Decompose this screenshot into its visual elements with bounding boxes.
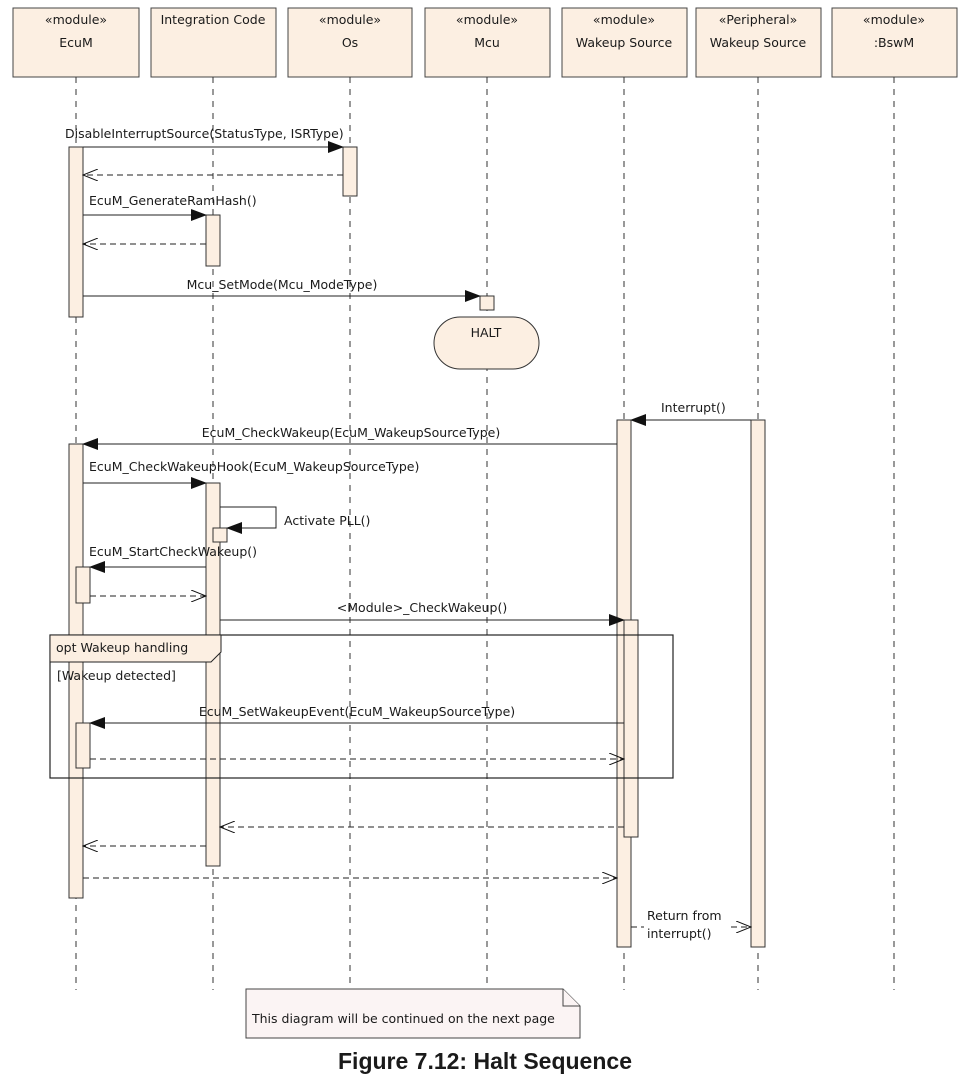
activation-os [342,146,358,197]
message-label: EcuM_CheckWakeup(EcuM_WakeupSourceType) [202,425,500,440]
message-label: Return from [647,908,722,923]
activation-ecum-nested-2 [75,722,91,769]
message-label: Mcu_SetMode(Mcu_ModeType) [187,277,378,292]
stereotype-label: «module» [593,12,655,27]
lifeline-header-wakeup-source-peripheral: «Peripheral» Wakeup Source [695,7,822,78]
lifeline-header-os: «module» Os [287,7,413,78]
stereotype-label: «module» [45,12,107,27]
halt-state: HALT [433,316,540,370]
figure-caption: Figure 7.12: Halt Sequence [338,1048,632,1074]
message-label: DisableInterruptSource(StatusType, ISRTy… [65,126,344,141]
lifeline-header-mcu: «module» Mcu [424,7,551,78]
fragment-guard: [Wakeup detected] [57,668,176,683]
message-activate-pll [220,506,277,534]
label-background [644,908,728,944]
activation-integration-nested [212,527,228,543]
message-label: EcuM_SetWakeupEvent(EcuM_WakeupSourceTyp… [199,704,515,719]
message-label: <Module>_CheckWakeup() [337,600,507,615]
lifeline-name: Wakeup Source [710,35,807,50]
state-label: HALT [471,325,502,340]
activation-ecum-2 [68,443,84,899]
lifeline-name: :BswM [874,35,914,50]
lifeline-name: Integration Code [161,12,266,27]
lifeline-header-wakeup-source-module: «module» Wakeup Source [561,7,688,78]
lifeline-header-ecum: «module» EcuM [12,7,140,78]
message-label: Activate PLL() [284,513,370,528]
stereotype-label: «Peripheral» [719,12,798,27]
continuation-note: This diagram will be continued on the ne… [245,988,581,1039]
message-label: Interrupt() [661,400,726,415]
stereotype-label: «module» [456,12,518,27]
lifeline-header-integration-code: Integration Code [150,7,277,78]
activation-mcu [479,295,495,311]
lifeline-name: Mcu [474,35,500,50]
stereotype-label: «module» [863,12,925,27]
activation-integration-2 [205,482,221,867]
message-label: interrupt() [647,926,712,941]
activation-ecum-1 [68,146,84,318]
lifeline-name: Os [342,35,358,50]
lifeline-name: Wakeup Source [576,35,673,50]
activation-ecum-nested-1 [75,566,91,604]
stereotype-label: «module» [319,12,381,27]
lifeline-name: EcuM [59,35,92,50]
fragment-operator: opt Wakeup handling [56,640,188,655]
message-label: EcuM_StartCheckWakeup() [89,544,257,559]
message-label: EcuM_CheckWakeupHook(EcuM_WakeupSourceTy… [89,459,419,474]
activation-wakeup-module-2 [623,619,639,838]
lifeline-header-bswm: «module» :BswM [831,7,958,78]
activation-peripheral [750,419,766,948]
activation-integration-1 [205,214,221,267]
opt-fragment: opt Wakeup handling [Wakeup detected] [49,634,674,779]
note-text: This diagram will be continued on the ne… [251,1011,555,1026]
message-label: EcuM_GenerateRamHash() [89,193,257,208]
